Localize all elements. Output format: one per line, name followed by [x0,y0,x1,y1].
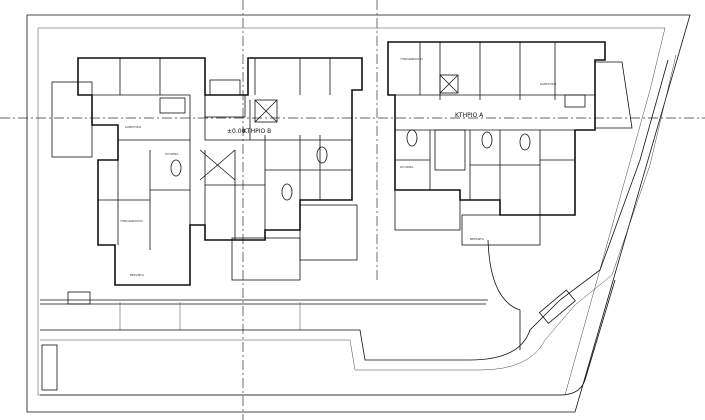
terrace [594,61,633,129]
perimeter-wall [40,299,488,305]
terrace [51,81,93,158]
stairs [538,289,576,324]
building-a-label: ΚΤΗΡΙΟ Α [455,112,484,119]
room-label: ΚΑΘΙΣΤΙΚΟ [540,82,557,86]
terrace [209,79,241,96]
parking-edge [119,302,301,330]
terrace [461,214,541,246]
driveway [40,54,677,371]
building-a: ΚΤΗΡΙΟ Α ΥΠΝΟΔΩΜΑΤΙΟ ΚΑΘΙΣΤΙΚΟ ΚΟΥΖΙΝΑ Β… [387,41,606,241]
room-label: ΚΟΥΖΙΝΑ [400,165,414,169]
building-b: ±0.00 ΚΤΗΡΙΟ Β ΚΑΘΙΣΤΙΚΟ ΥΠΝΟΔΩΜΑΤΙΟ ΚΟΥ… [77,57,363,286]
terrace [299,204,358,261]
room-label: ΚΟΥΖΙΝΑ [165,152,179,156]
road-edge [40,279,616,396]
ramp [487,239,521,350]
terrace [67,291,91,305]
room-label: ΒΕΡΑΝΤΑ [130,273,145,277]
site-boundary [26,14,691,413]
terrace [231,237,301,281]
room-label: ΥΠΝΟΔΩΜΑΤΙΟ [400,57,423,61]
building-b-label: ΚΤΗΡΙΟ Β [243,128,271,135]
room-label: ΚΑΘΙΣΤΙΚΟ [125,125,142,129]
building-b-level: ±0.00 [227,128,246,135]
driveway [40,59,669,361]
room-label: ΒΕΡΑΝΤΑ [470,237,485,241]
stairs [41,344,58,391]
inner-setback [37,27,666,396]
terrace [394,189,461,231]
room-label: ΥΠΝΟΔΩΜΑΤΙΟ [120,219,143,223]
